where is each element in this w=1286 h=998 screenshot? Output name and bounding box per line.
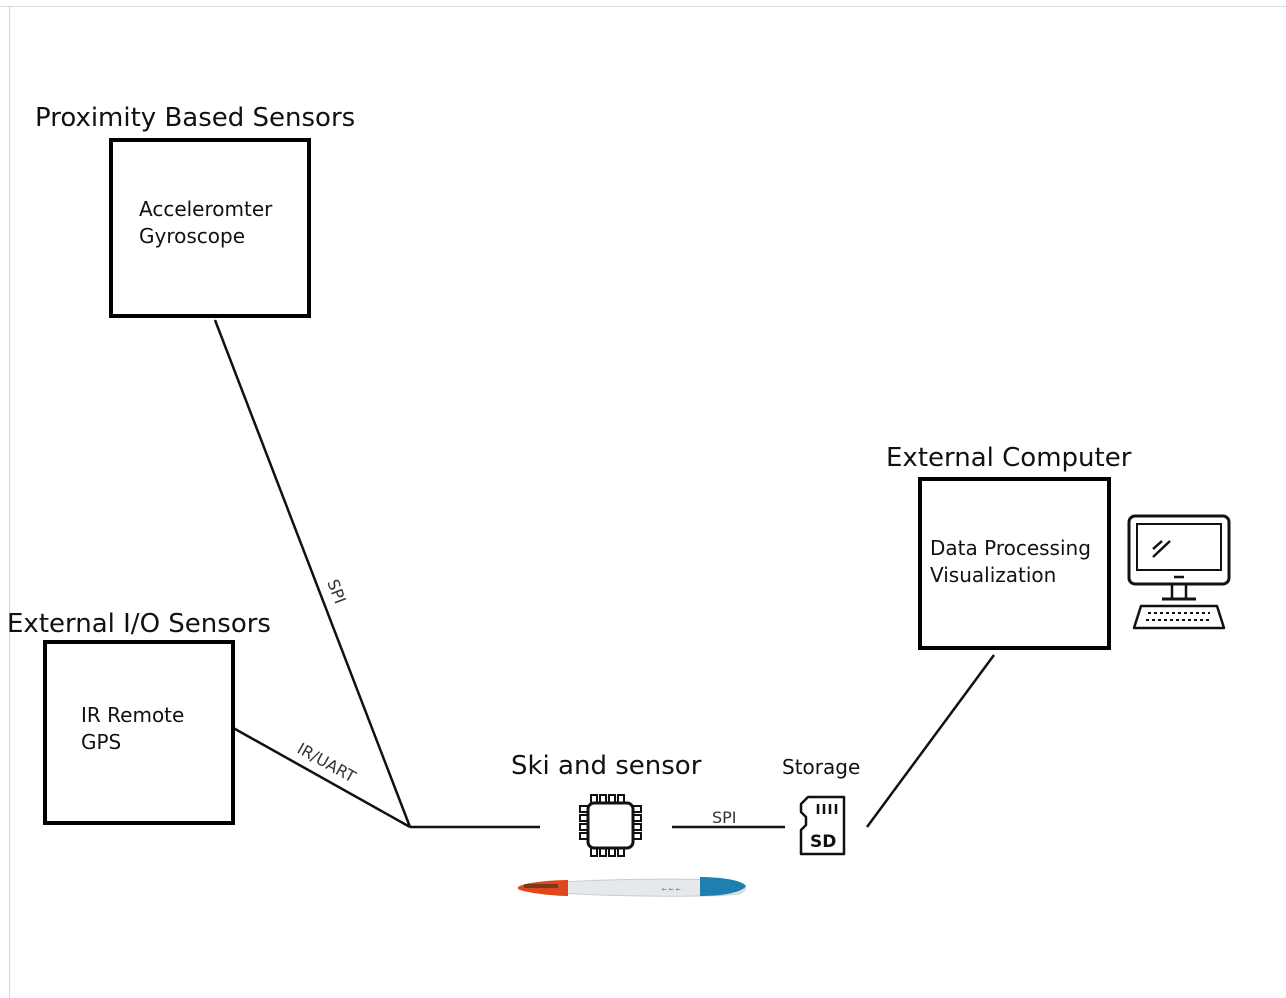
external-computer-box <box>918 477 1111 650</box>
canvas-left-border <box>9 6 10 998</box>
external-computer-heading: External Computer <box>886 443 1132 473</box>
connector-storage-to-computer <box>865 654 996 828</box>
connector-proximity-to-hub <box>213 319 412 828</box>
canvas-top-border <box>0 6 1286 7</box>
external-computer-line-1: Data Processing <box>930 536 1091 560</box>
ski-sensor-heading: Ski and sensor <box>511 751 702 781</box>
connector-label-spi-storage: SPI <box>712 808 737 827</box>
proximity-sensor-line-2: Gyroscope <box>139 224 246 248</box>
desktop-computer-icon <box>1127 514 1231 630</box>
external-io-line-2: GPS <box>81 730 122 754</box>
proximity-sensors-heading: Proximity Based Sensors <box>35 103 356 133</box>
sd-card-icon: SD <box>799 795 846 856</box>
connector-io-to-hub <box>227 723 411 829</box>
sd-card-label: SD <box>810 832 836 852</box>
storage-heading: Storage <box>782 755 861 779</box>
external-io-box <box>43 640 235 825</box>
external-io-heading: External I/O Sensors <box>7 609 271 639</box>
ski-image: ← ← ← <box>518 877 746 897</box>
svg-text:← ← ←: ← ← ← <box>662 886 681 893</box>
connector-label-spi-proximity: SPI <box>323 577 350 607</box>
external-io-line-1: IR Remote <box>81 703 185 727</box>
proximity-sensor-line-1: Acceleromter <box>139 197 273 221</box>
proximity-sensors-box <box>109 138 311 318</box>
microcontroller-chip-icon <box>579 794 642 857</box>
external-computer-line-2: Visualization <box>930 563 1057 587</box>
